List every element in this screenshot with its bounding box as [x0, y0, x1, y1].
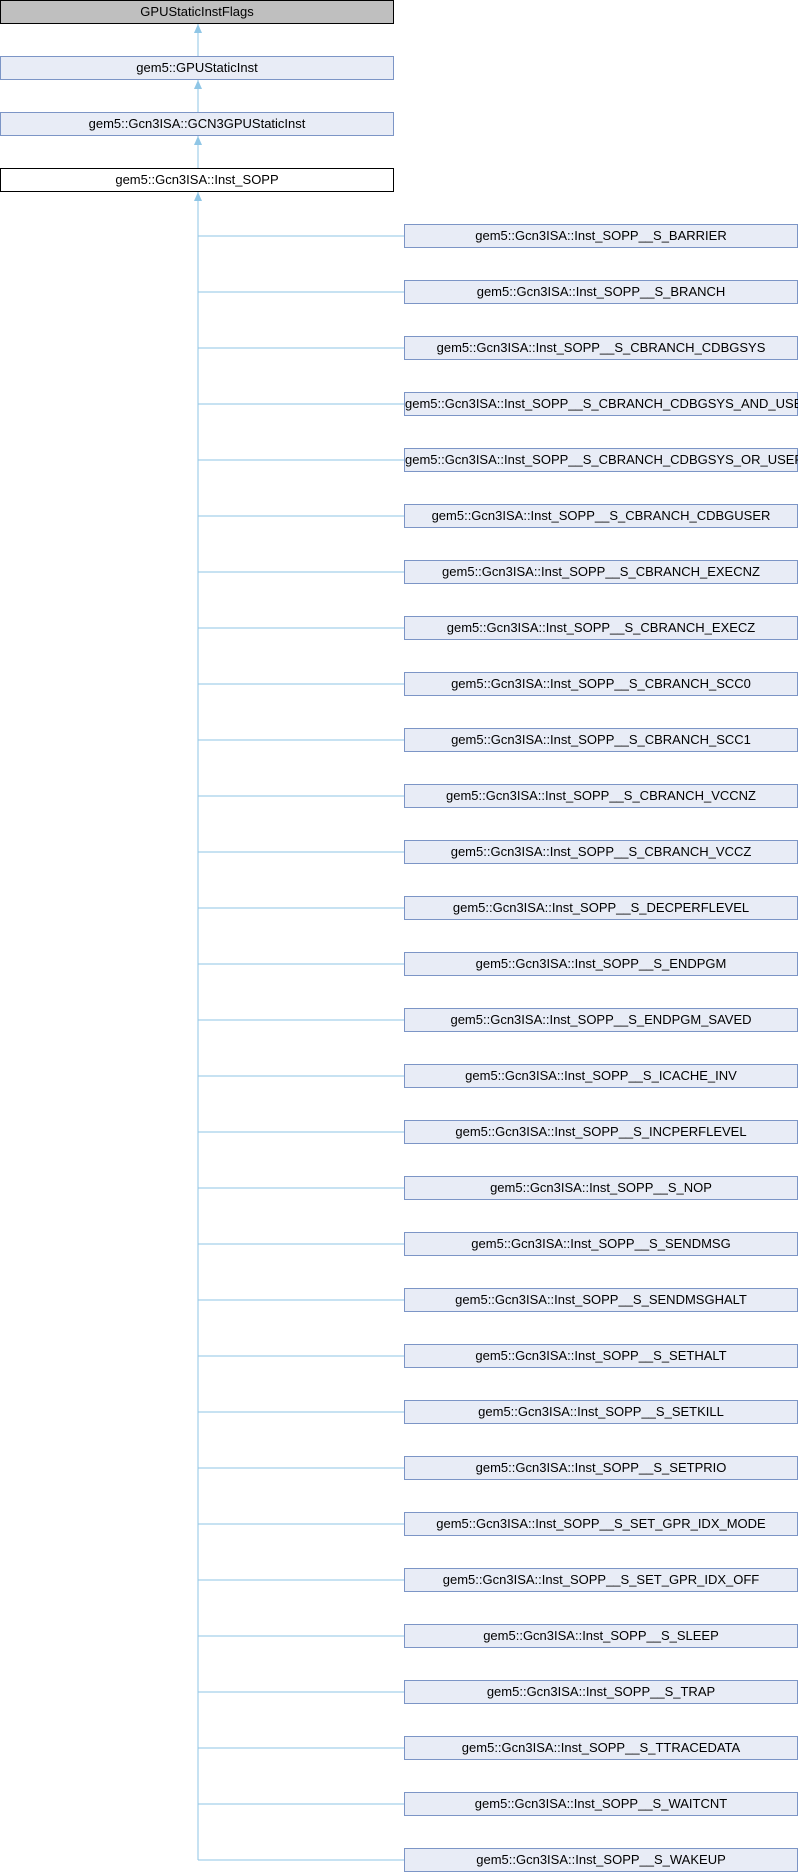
inheritance-arrow-icon	[194, 80, 202, 89]
derived-class-node[interactable]: gem5::Gcn3ISA::Inst_SOPP__S_DECPERFLEVEL	[404, 896, 798, 920]
derived-class-node[interactable]: gem5::Gcn3ISA::Inst_SOPP__S_CBRANCH_CDBG…	[404, 392, 798, 416]
derived-class-node[interactable]: gem5::Gcn3ISA::Inst_SOPP__S_INCPERFLEVEL	[404, 1120, 798, 1144]
derived-class-node[interactable]: gem5::Gcn3ISA::Inst_SOPP__S_ENDPGM_SAVED	[404, 1008, 798, 1032]
derived-class-node[interactable]: gem5::Gcn3ISA::Inst_SOPP__S_CBRANCH_SCC1	[404, 728, 798, 752]
derived-class-node[interactable]: gem5::Gcn3ISA::Inst_SOPP__S_SETHALT	[404, 1344, 798, 1368]
derived-class-node[interactable]: gem5::Gcn3ISA::Inst_SOPP__S_WAKEUP	[404, 1848, 798, 1872]
derived-class-node[interactable]: gem5::Gcn3ISA::Inst_SOPP__S_SETPRIO	[404, 1456, 798, 1480]
inheritance-arrow-icon	[194, 192, 202, 201]
inheritance-arrow-icon	[194, 136, 202, 145]
ancestor-class-node[interactable]: GPUStaticInstFlags	[0, 0, 394, 24]
derived-class-node[interactable]: gem5::Gcn3ISA::Inst_SOPP__S_CBRANCH_VCCN…	[404, 784, 798, 808]
derived-class-node[interactable]: gem5::Gcn3ISA::Inst_SOPP__S_SLEEP	[404, 1624, 798, 1648]
derived-class-node[interactable]: gem5::Gcn3ISA::Inst_SOPP__S_SENDMSGHALT	[404, 1288, 798, 1312]
derived-class-node[interactable]: gem5::Gcn3ISA::Inst_SOPP__S_NOP	[404, 1176, 798, 1200]
current-class-node[interactable]: gem5::Gcn3ISA::Inst_SOPP	[0, 168, 394, 192]
derived-class-node[interactable]: gem5::Gcn3ISA::Inst_SOPP__S_ICACHE_INV	[404, 1064, 798, 1088]
derived-class-node[interactable]: gem5::Gcn3ISA::Inst_SOPP__S_CBRANCH_CDBG…	[404, 504, 798, 528]
derived-class-node[interactable]: gem5::Gcn3ISA::Inst_SOPP__S_CBRANCH_VCCZ	[404, 840, 798, 864]
derived-class-node[interactable]: gem5::Gcn3ISA::Inst_SOPP__S_SET_GPR_IDX_…	[404, 1568, 798, 1592]
ancestor-class-node[interactable]: gem5::Gcn3ISA::GCN3GPUStaticInst	[0, 112, 394, 136]
derived-class-node[interactable]: gem5::Gcn3ISA::Inst_SOPP__S_SET_GPR_IDX_…	[404, 1512, 798, 1536]
derived-class-node[interactable]: gem5::Gcn3ISA::Inst_SOPP__S_BARRIER	[404, 224, 798, 248]
derived-class-node[interactable]: gem5::Gcn3ISA::Inst_SOPP__S_BRANCH	[404, 280, 798, 304]
derived-class-node[interactable]: gem5::Gcn3ISA::Inst_SOPP__S_CBRANCH_CDBG…	[404, 448, 798, 472]
derived-class-node[interactable]: gem5::Gcn3ISA::Inst_SOPP__S_ENDPGM	[404, 952, 798, 976]
derived-class-node[interactable]: gem5::Gcn3ISA::Inst_SOPP__S_CBRANCH_EXEC…	[404, 560, 798, 584]
derived-class-node[interactable]: gem5::Gcn3ISA::Inst_SOPP__S_CBRANCH_CDBG…	[404, 336, 798, 360]
derived-class-node[interactable]: gem5::Gcn3ISA::Inst_SOPP__S_SETKILL	[404, 1400, 798, 1424]
derived-class-node[interactable]: gem5::Gcn3ISA::Inst_SOPP__S_CBRANCH_EXEC…	[404, 616, 798, 640]
derived-class-node[interactable]: gem5::Gcn3ISA::Inst_SOPP__S_TRAP	[404, 1680, 798, 1704]
derived-class-node[interactable]: gem5::Gcn3ISA::Inst_SOPP__S_SENDMSG	[404, 1232, 798, 1256]
ancestor-class-node[interactable]: gem5::GPUStaticInst	[0, 56, 394, 80]
derived-class-node[interactable]: gem5::Gcn3ISA::Inst_SOPP__S_TTRACEDATA	[404, 1736, 798, 1760]
inheritance-arrow-icon	[194, 24, 202, 33]
derived-class-node[interactable]: gem5::Gcn3ISA::Inst_SOPP__S_WAITCNT	[404, 1792, 798, 1816]
derived-class-node[interactable]: gem5::Gcn3ISA::Inst_SOPP__S_CBRANCH_SCC0	[404, 672, 798, 696]
